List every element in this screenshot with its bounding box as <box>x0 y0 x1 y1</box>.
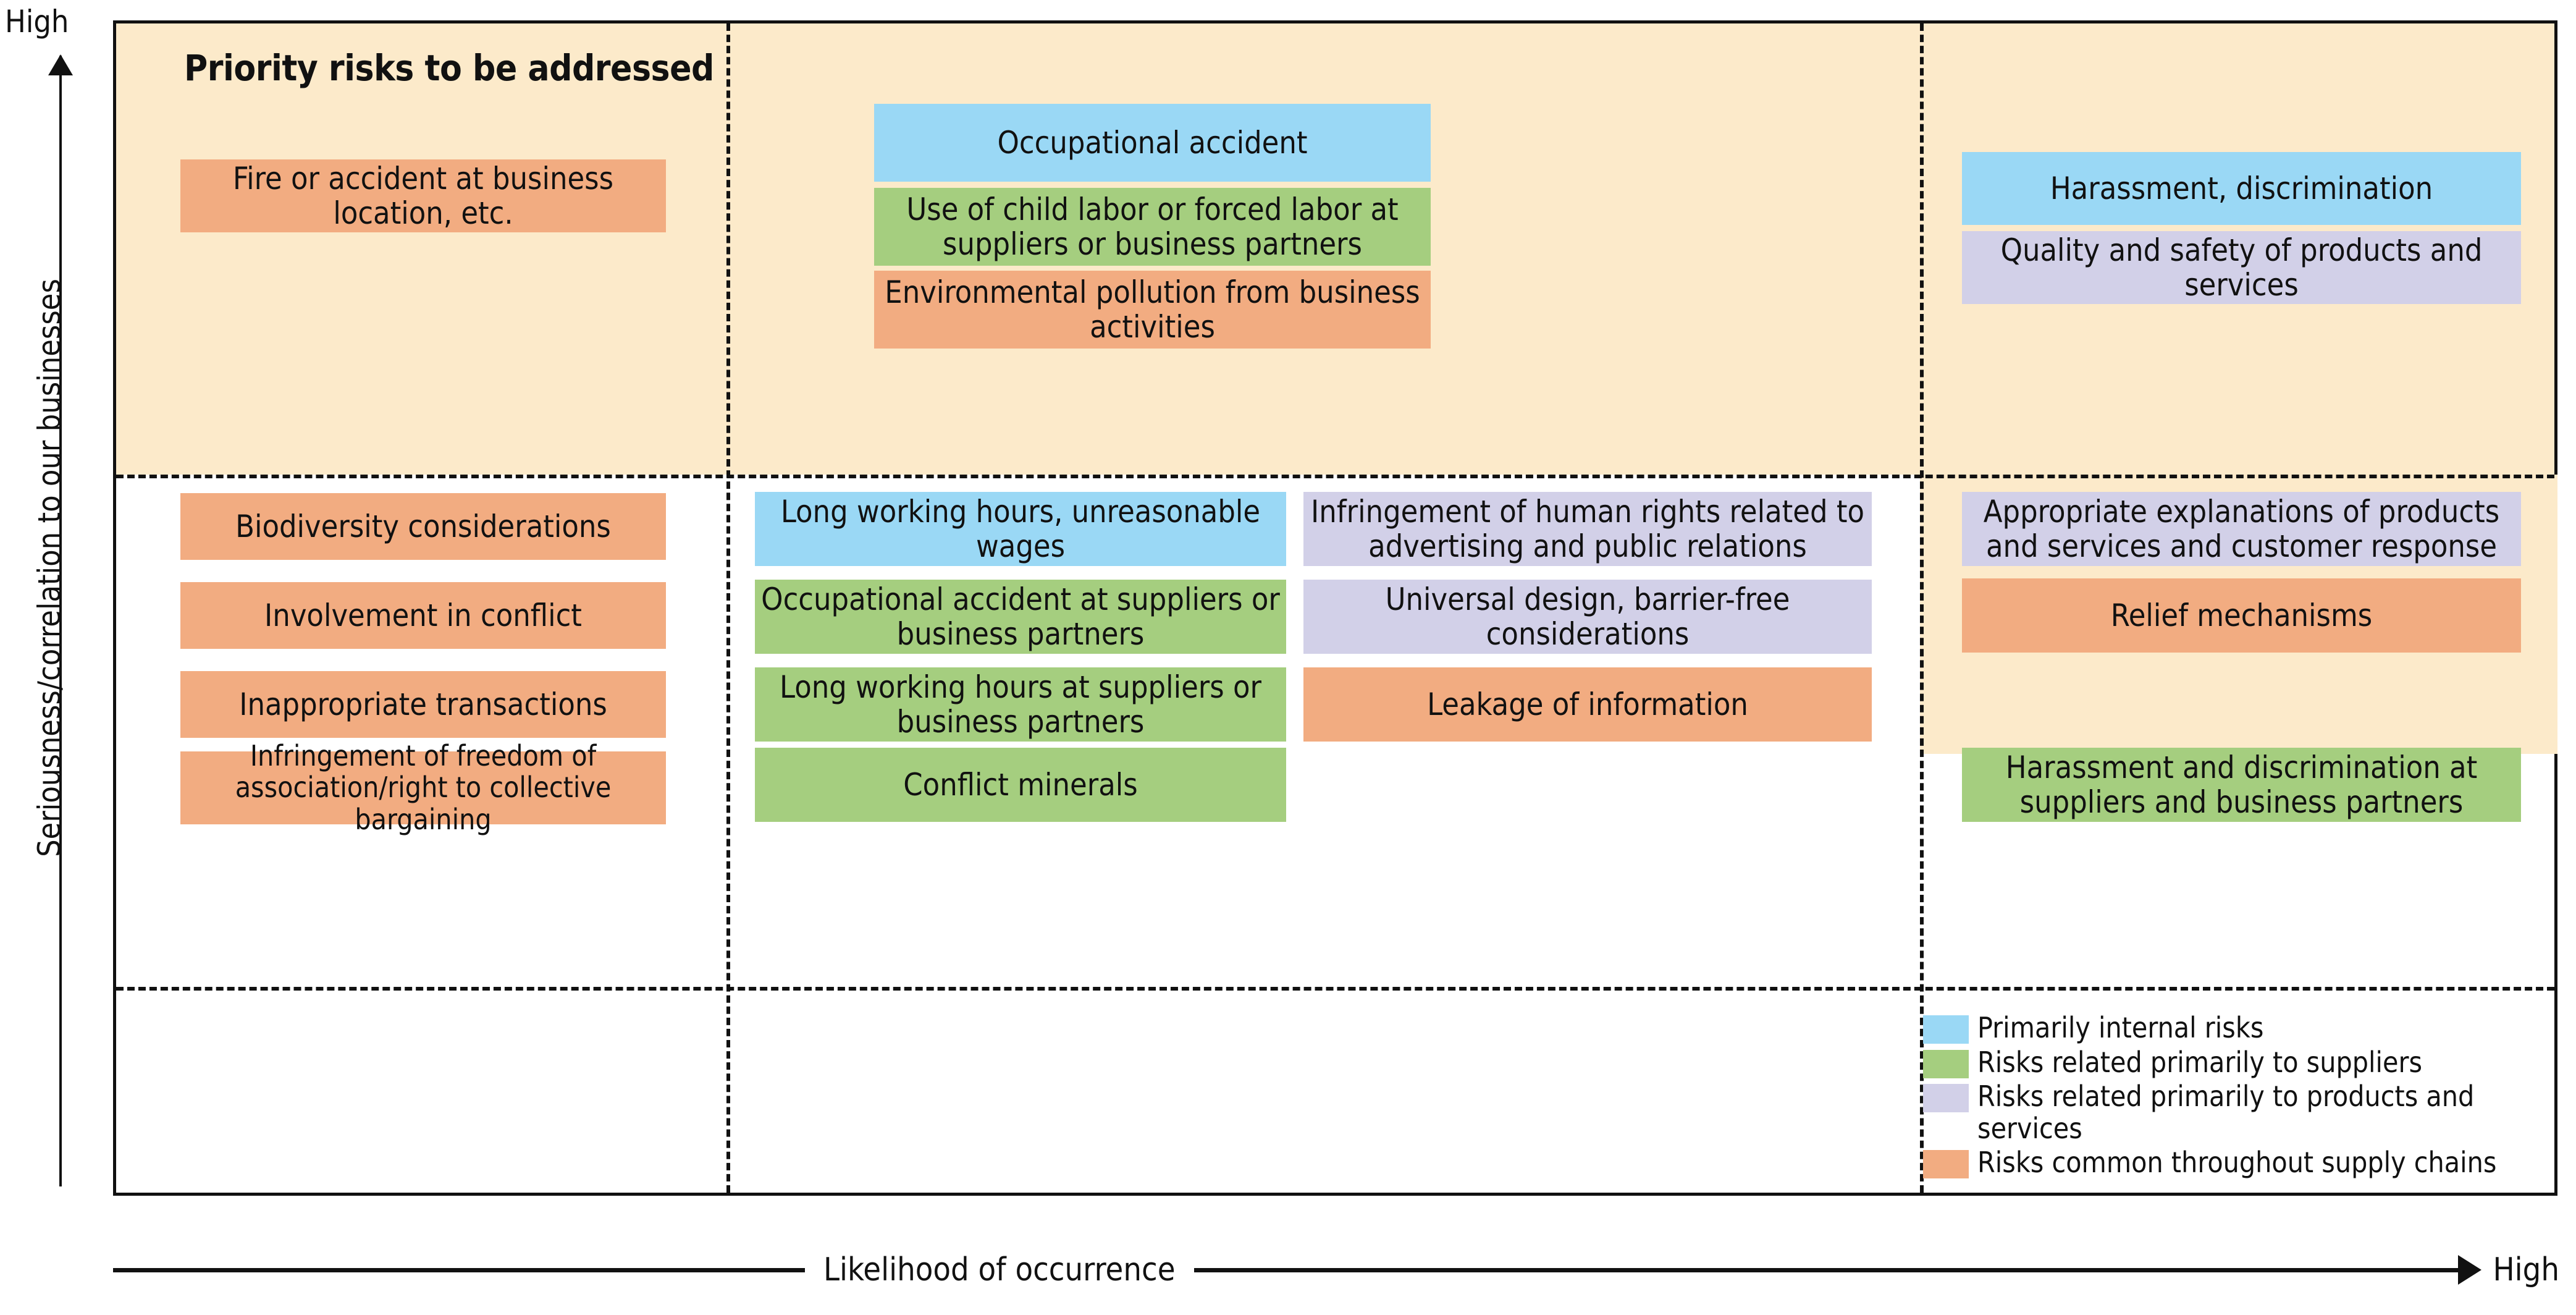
cell-mid-center-left: Long working hours, unreasonable wages O… <box>726 475 1286 987</box>
legend-label: Risks related primarily to suppliers <box>1977 1045 2423 1079</box>
risk-box[interactable]: Universal design, barrier-free considera… <box>1303 580 1872 654</box>
cell-mid-right: Appropriate explanations of products and… <box>1920 475 2557 987</box>
legend-swatch-purple-icon <box>1923 1084 1969 1113</box>
legend-swatch-orange-icon <box>1923 1150 1969 1179</box>
x-axis: Likelihood of occurrence High <box>113 1242 2559 1298</box>
risk-box[interactable]: Long working hours, unreasonable wages <box>755 492 1286 566</box>
risk-box[interactable]: Environmental pollution from business ac… <box>874 271 1431 349</box>
x-axis-title: Likelihood of occurrence <box>823 1251 1176 1288</box>
legend-swatch-green-icon <box>1923 1049 1969 1078</box>
y-axis-high-label: High <box>5 4 69 40</box>
cell-top-left: Fire or accident at business location, e… <box>116 23 726 475</box>
risk-box[interactable]: Inappropriate transactions <box>180 671 666 738</box>
risk-box[interactable]: Appropriate explanations of products and… <box>1962 492 2521 566</box>
x-axis-arrow-icon <box>2458 1255 2482 1285</box>
legend-item: Risks common throughout supply chains <box>1923 1147 2541 1179</box>
risk-box[interactable]: Infringement of human rights related to … <box>1303 492 1872 566</box>
risk-box[interactable]: Biodiversity considerations <box>180 493 666 560</box>
cell-top-right: Harassment, discrimination Quality and s… <box>1920 23 2557 475</box>
cell-mid-center-right: Infringement of human rights related to … <box>1286 475 1920 987</box>
x-axis-line-left <box>113 1267 805 1272</box>
y-axis-line <box>59 56 62 1186</box>
grid-line-vertical-left <box>726 23 730 1193</box>
cell-top-mid: Occupational accident Use of child labor… <box>726 23 1920 475</box>
legend-label: Risks common throughout supply chains <box>1977 1146 2497 1180</box>
x-axis-high-label: High <box>2493 1251 2559 1288</box>
legend-swatch-blue-icon <box>1923 1015 1969 1044</box>
risk-box[interactable]: Harassment, discrimination <box>1962 152 2521 225</box>
risk-box[interactable]: Relief mechanisms <box>1962 578 2521 653</box>
legend-label: Primarily internal risks <box>1977 1011 2264 1044</box>
legend-label: Risks related primarily to products and … <box>1977 1080 2475 1145</box>
priority-risks-title: Priority risks to be addressed <box>184 47 714 89</box>
risk-box[interactable]: Occupational accident <box>874 104 1431 182</box>
risk-box[interactable]: Infringement of freedom of association/r… <box>180 740 666 835</box>
risk-box[interactable]: Involvement in conflict <box>180 582 666 649</box>
grid-line-vertical-right <box>1920 23 1924 1193</box>
risk-box[interactable]: Conflict minerals <box>755 748 1286 822</box>
legend-item: Risks related primarily to products and … <box>1923 1080 2541 1145</box>
legend: Primarily internal risks Risks related p… <box>1923 1012 2541 1182</box>
legend-item: Risks related primarily to suppliers <box>1923 1045 2541 1079</box>
risk-box[interactable]: Quality and safety of products and servi… <box>1962 231 2521 304</box>
y-axis-title: Seriousness/correlation to our businesse… <box>32 279 67 857</box>
risk-box[interactable]: Long working hours at suppliers or busin… <box>755 667 1286 742</box>
cell-mid-left: Biodiversity considerations Involvement … <box>116 475 726 987</box>
risk-box[interactable]: Occupational accident at suppliers or bu… <box>755 580 1286 654</box>
risk-box[interactable]: Harassment and discrimination at supplie… <box>1962 748 2521 822</box>
legend-item: Primarily internal risks <box>1923 1012 2541 1044</box>
grid-line-horizontal-upper <box>116 475 2554 478</box>
grid-line-horizontal-lower <box>116 987 2554 991</box>
risk-matrix: Priority risks to be addressed Fire or a… <box>113 20 2557 1196</box>
risk-box[interactable]: Fire or accident at business location, e… <box>180 159 666 232</box>
risk-box[interactable]: Use of child labor or forced labor at su… <box>874 188 1431 266</box>
x-axis-line-right <box>1193 1267 2459 1272</box>
risk-box[interactable]: Leakage of information <box>1303 667 1872 742</box>
